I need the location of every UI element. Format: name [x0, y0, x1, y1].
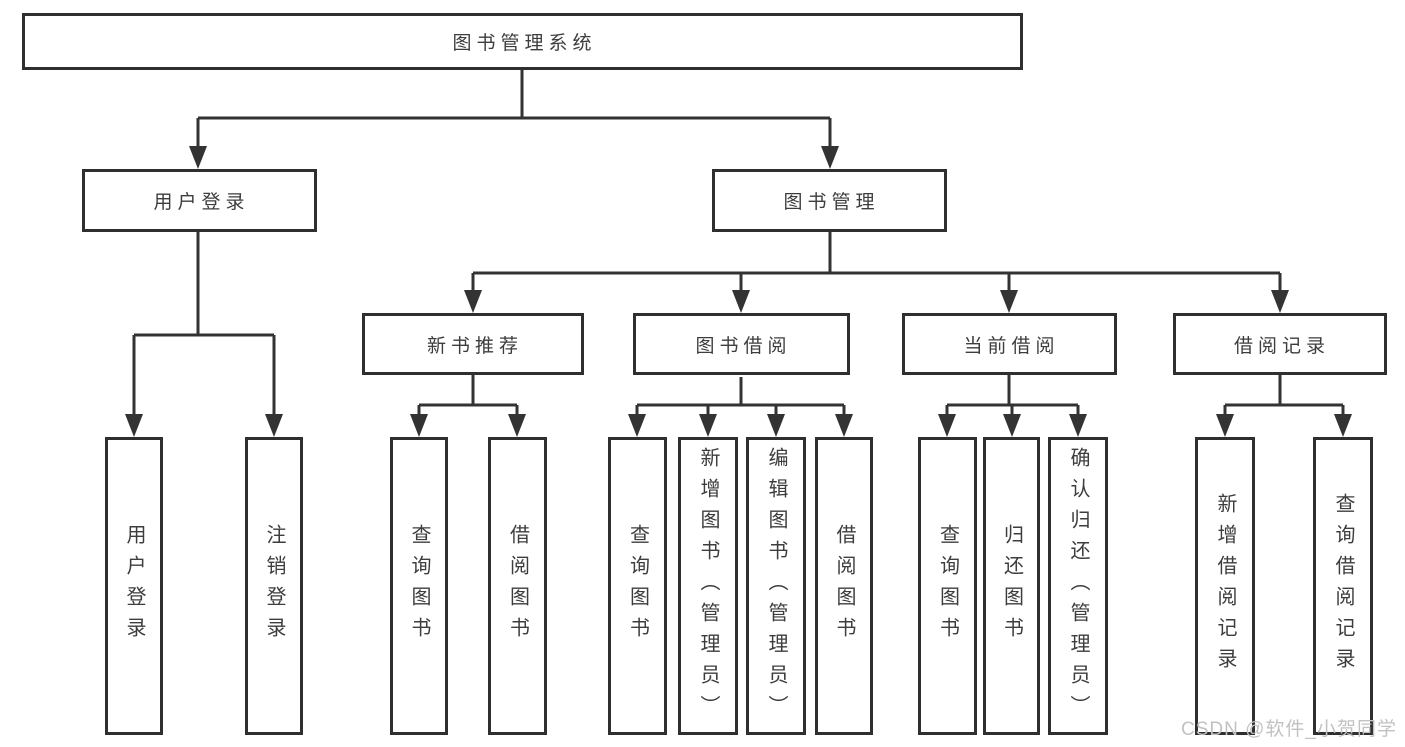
arrowhead	[464, 290, 482, 313]
node-query-books-current: 查询图书	[918, 437, 977, 735]
node-confirm-return-admin: 确认归还（管理员）	[1048, 437, 1108, 735]
connector-book-management-to-level3	[464, 232, 1289, 313]
connector-root-to-level2	[189, 69, 839, 169]
node-add-book-admin: 新增图书（管理员）	[678, 437, 738, 735]
node-label: 新书推荐	[426, 335, 523, 357]
node-label: 查询图书	[626, 524, 649, 648]
node-label: 借阅图书	[506, 524, 529, 648]
node-query-borrow-record: 查询借阅记录	[1313, 437, 1373, 735]
node-logout: 注销登录	[245, 437, 303, 735]
arrowhead	[1334, 414, 1352, 437]
node-label: 借阅记录	[1233, 335, 1330, 357]
node-book-management: 图书管理	[712, 169, 947, 232]
node-new-book-recommendation: 新书推荐	[362, 313, 584, 375]
connector-new-book-recommendation-to-leaves	[410, 375, 526, 437]
node-return-books: 归还图书	[983, 437, 1040, 735]
node-label: 编辑图书（管理员）	[765, 446, 787, 726]
node-label: 图书管理系统	[452, 33, 597, 54]
node-book-borrowing: 图书借阅	[633, 313, 850, 375]
node-add-borrow-record: 新增借阅记录	[1195, 437, 1255, 735]
node-label: 图书管理	[783, 192, 880, 213]
node-query-books-recommend: 查询图书	[390, 437, 448, 735]
node-label: 用户登录	[153, 192, 250, 213]
connector-user-login-to-leaves	[125, 232, 283, 437]
connector-book-borrowing-to-leaves	[628, 377, 853, 437]
node-label: 注销登录	[263, 524, 285, 648]
node-label: 当前借阅	[963, 335, 1060, 357]
arrowhead	[1069, 414, 1087, 437]
node-borrow-books: 借阅图书	[815, 437, 873, 735]
node-label: 查询图书	[408, 524, 430, 648]
arrowhead	[821, 146, 839, 169]
arrowhead	[699, 414, 717, 437]
arrowhead	[767, 414, 785, 437]
csdn-watermark: CSDN @软件_小贺同学	[1181, 719, 1397, 740]
arrowhead	[628, 414, 646, 437]
node-edit-book-admin: 编辑图书（管理员）	[746, 437, 806, 735]
arrowhead	[732, 290, 750, 313]
node-label: 新增图书（管理员）	[697, 446, 719, 726]
arrowhead	[410, 414, 428, 437]
node-label: 图书借阅	[695, 335, 792, 357]
node-current-borrowing: 当前借阅	[902, 313, 1117, 375]
node-label: 查询借阅记录	[1332, 493, 1354, 679]
arrowhead	[265, 414, 283, 437]
node-query-books-borrowing: 查询图书	[608, 437, 667, 735]
node-label: 归还图书	[1000, 524, 1023, 648]
arrowhead	[1271, 290, 1289, 313]
node-user-login-action: 用户登录	[105, 437, 163, 735]
node-borrowing-records: 借阅记录	[1173, 313, 1387, 375]
connector-borrowing-records-to-leaves	[1216, 375, 1352, 437]
node-label: 新增借阅记录	[1214, 493, 1236, 679]
node-label: 查询图书	[936, 524, 959, 648]
node-label: 确认归还（管理员）	[1067, 446, 1089, 726]
node-label: 用户登录	[123, 524, 145, 648]
arrowhead	[189, 146, 207, 169]
arrowhead	[938, 414, 956, 437]
arrowhead	[1003, 414, 1021, 437]
arrowhead	[1000, 290, 1018, 313]
node-borrow-books-recommend: 借阅图书	[488, 437, 547, 735]
arrowhead	[508, 414, 526, 437]
node-library-management-system: 图书管理系统	[22, 13, 1023, 70]
node-user-login: 用户登录	[82, 169, 317, 232]
node-label: 借阅图书	[833, 524, 855, 648]
connector-current-borrowing-to-leaves	[938, 375, 1087, 437]
arrowhead	[1216, 414, 1234, 437]
arrowhead	[835, 414, 853, 437]
arrowhead	[125, 414, 143, 437]
